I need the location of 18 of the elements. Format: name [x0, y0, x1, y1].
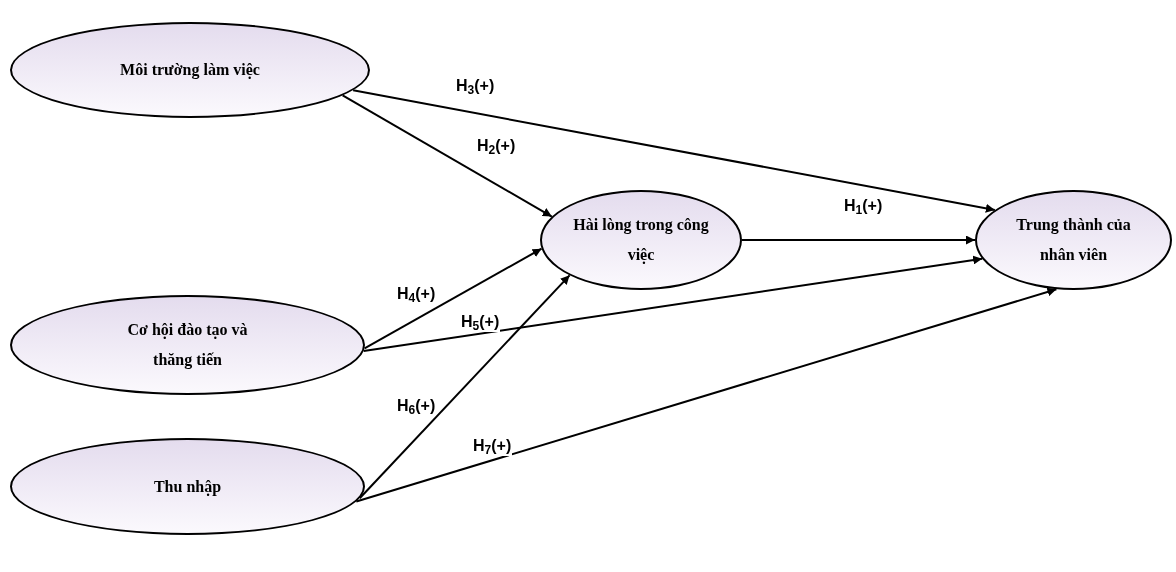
- edge-label: H$_{5}$(+): [460, 312, 501, 332]
- arrow: [741, 235, 976, 245]
- construct-label: Cơ hội đào tạo và thăng tiến: [126, 320, 249, 371]
- arrow: [341, 94, 553, 218]
- construct-label: Thu nhập: [153, 476, 222, 498]
- arrow: [363, 247, 543, 350]
- construct-label: Hài lòng trong công việc: [572, 215, 710, 266]
- edge-label: H$_{6}$(+): [396, 396, 437, 416]
- construct-label: Môi trường làm việc: [120, 60, 260, 81]
- edge-label: H$_{1}$(+): [843, 196, 884, 216]
- arrow: [358, 274, 571, 500]
- edge-label: H$_{7}$(+): [472, 436, 513, 456]
- construct-label: Trung thành của nhân viên: [1015, 215, 1132, 265]
- edge-label: H$_{3}$(+): [455, 76, 496, 96]
- edge-label: H$_{4}$(+): [396, 284, 437, 304]
- arrow: [352, 89, 996, 213]
- arrow: [355, 287, 1058, 503]
- edge-label: H$_{2}$(+): [476, 136, 517, 156]
